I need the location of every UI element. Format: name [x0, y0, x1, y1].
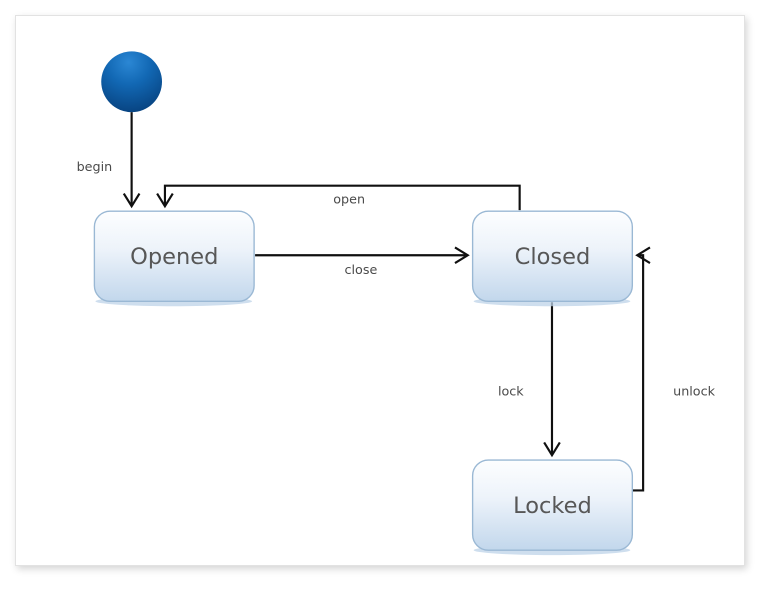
locked-box[interactable] — [471, 459, 634, 551]
opened-box[interactable] — [93, 210, 255, 302]
closed-label: Closed — [515, 244, 591, 270]
unlock-arrow-head — [635, 246, 651, 265]
lock-arrow-head — [543, 441, 561, 458]
transition-begin: begin — [77, 112, 141, 209]
close-edge-label: close — [345, 263, 378, 278]
transition-open: open — [156, 184, 521, 211]
initial-state-circle[interactable] — [101, 51, 162, 113]
opened-label: Opened — [130, 244, 218, 270]
open-arrow-head — [156, 192, 174, 209]
begin-edge-label: begin — [77, 160, 113, 175]
begin-arrow-head — [122, 192, 141, 209]
diagram-canvas: begin open close lock unlock — [15, 15, 745, 566]
state-locked[interactable]: Locked — [471, 459, 634, 556]
transition-close: close — [255, 246, 470, 278]
open-edge-line — [163, 184, 521, 211]
transition-unlock: unlock — [631, 246, 716, 492]
transition-lock: lock — [498, 302, 561, 458]
initial-state-node[interactable] — [101, 51, 162, 113]
state-opened[interactable]: Opened — [93, 210, 255, 307]
open-edge-label: open — [333, 192, 365, 207]
unlock-edge-line — [631, 254, 645, 492]
closed-box[interactable] — [471, 210, 634, 302]
state-diagram-svg: begin open close lock unlock — [77, 51, 716, 556]
lock-edge-label: lock — [498, 384, 524, 399]
state-closed[interactable]: Closed — [471, 210, 634, 307]
unlock-edge-label: unlock — [673, 384, 715, 399]
locked-label: Locked — [513, 493, 592, 519]
close-arrow-head — [454, 246, 470, 265]
